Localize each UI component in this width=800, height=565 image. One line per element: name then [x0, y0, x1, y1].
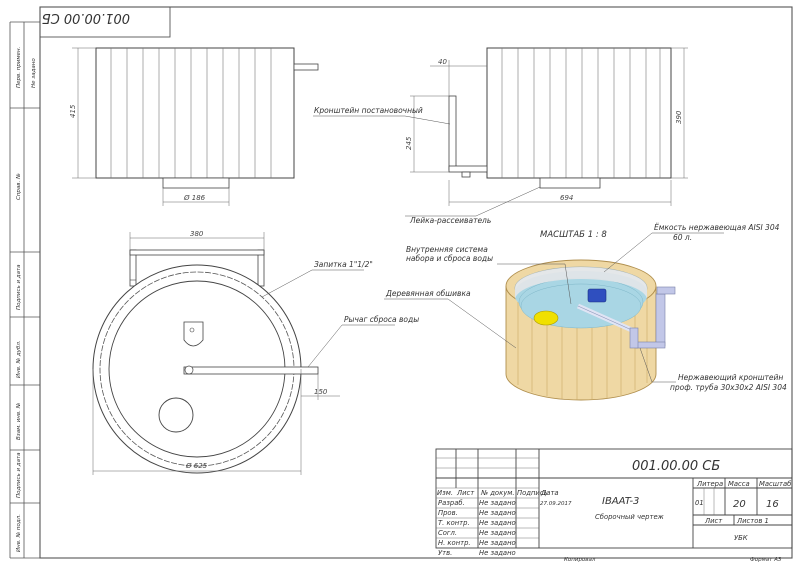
tb-massa: 20	[733, 499, 746, 510]
front-view-planks	[110, 48, 272, 178]
top-view: 380 150 Ø 625 Запитка 1"1/2" Рычаг сброс…	[92, 230, 419, 475]
tb-row-role: Пров.	[438, 509, 458, 517]
tb-litera: 01	[695, 499, 704, 507]
callout-shower: Лейка-рассеиватель	[409, 216, 491, 225]
dim-side-bracket-height: 245	[405, 136, 413, 150]
footer-copied: Копировал	[564, 557, 596, 563]
isometric-view: МАСШТАБ 1 : 8	[384, 223, 787, 401]
strip-label-inv-dubl: Инв. № дубл.	[16, 340, 22, 378]
tb-row-role: Н. контр.	[438, 539, 471, 547]
strip-label-vzam-inv: Взам. инв. №	[16, 402, 22, 440]
top-view-drain	[158, 397, 194, 433]
tb-head-data: Дата	[540, 489, 559, 497]
top-view-valve	[183, 321, 204, 347]
dim-side-bracket-offset: 40	[438, 58, 447, 66]
top-view-lever	[183, 366, 319, 375]
tb-row-role: Т. контр.	[438, 519, 470, 527]
dim-top-lever: 150	[314, 388, 328, 396]
top-view-frame-bar	[129, 249, 265, 256]
tb-row-role: Разраб.	[438, 499, 465, 507]
side-view: 40 245 390 694 Кронштейн постановочный Л…	[313, 47, 688, 225]
tb-row-name: Не задано	[479, 499, 516, 507]
tb-row-name: Не задано	[479, 539, 516, 547]
tb-head-list: Лист	[456, 489, 475, 497]
tb-list-label: Лист	[704, 517, 723, 525]
title-block: 001.00.00 СБ Изм. Лист № докум. Подпись …	[435, 448, 793, 557]
tb-row-name: Не задано	[479, 519, 516, 527]
footer-format: Формат А3	[750, 557, 782, 563]
tb-masshtab-label: Масштаб	[759, 480, 791, 488]
iso-float	[533, 310, 559, 326]
dim-top-width: 380	[190, 230, 204, 238]
callout-fill-pipe: Запитка 1"1/2"	[314, 260, 373, 269]
iso-steel-bracket	[629, 286, 676, 349]
callout-tank: Ёмкость нержавеющая AISI 304	[654, 223, 780, 232]
callout-steel-bracket-2: проф. труба 30х30х2 AISI 304	[670, 383, 787, 392]
side-view-body	[486, 47, 672, 179]
tb-row-date: 27.09.2017	[540, 501, 572, 507]
tb-listov-label: Листов 1	[736, 517, 769, 525]
side-view-bracket	[448, 95, 488, 178]
tb-head-izm: Изм.	[437, 489, 453, 497]
callout-bracket-fixed: Кронштейн постановочный	[314, 106, 423, 115]
front-view-pipe	[293, 63, 319, 71]
front-view-base	[162, 177, 230, 189]
strip-label-podpis-1: Подпись и дата	[16, 264, 22, 310]
tb-head-podp: Подпись	[517, 489, 548, 497]
dim-front-base-dia: Ø 186	[183, 194, 206, 202]
tb-row-name: Не задано	[479, 509, 516, 517]
strip-label-sprav: Справ. №	[16, 173, 22, 200]
front-view-body	[95, 47, 295, 179]
dim-side-width: 694	[560, 194, 573, 202]
tb-masshtab: 16	[766, 499, 779, 510]
callout-internal-system-1: Внутренняя система	[406, 245, 488, 254]
tb-row-name: Не задано	[479, 529, 516, 537]
dim-side-height: 390	[675, 110, 683, 124]
side-view-base	[539, 177, 601, 189]
tb-row-role: Утв.	[438, 549, 452, 557]
drawing-frame	[9, 6, 793, 559]
tb-product: IBAAT-3	[602, 496, 639, 507]
callout-internal-system-2: набора и сброса воды	[406, 254, 493, 263]
strip-label-podpis-2: Подпись и дата	[16, 452, 22, 498]
side-strip: Перв. примен. Не задано Справ. № Подпись…	[16, 46, 37, 552]
tb-massa-label: Масса	[728, 480, 750, 488]
tb-row-role: Согл.	[438, 529, 457, 537]
tb-doc-type: Сборочный чертеж	[595, 513, 665, 521]
callout-wood-lining: Деревянная обшивка	[385, 289, 471, 298]
tb-head-ndoc: № докум.	[480, 489, 515, 497]
callout-lever: Рычаг сброса воды	[344, 315, 419, 324]
strip-label-inv-podl: Инв. № подл.	[16, 514, 22, 552]
tb-row-name: Не задано	[479, 549, 516, 557]
iso-valve	[587, 288, 607, 303]
dim-top-dia: Ø 625	[185, 462, 208, 470]
callout-steel-bracket-1: Нержавеющий кронштейн	[678, 373, 783, 382]
callout-tank-volume: 60 л.	[673, 233, 692, 242]
drawing-code-rotated: 001.00.00 СБ	[42, 10, 130, 25]
strip-label-ne-zadano: Не задано	[31, 58, 37, 88]
front-view: 415 Ø 186	[69, 47, 319, 206]
side-view-planks	[501, 48, 661, 178]
scale-label: МАСШТАБ 1 : 8	[540, 230, 607, 240]
tb-litera-label: Литера	[696, 480, 723, 488]
strip-label-perv-primen: Перв. примен.	[16, 46, 22, 88]
title-block-code: 001.00.00 СБ	[632, 459, 720, 474]
tb-org: УБК	[734, 534, 749, 542]
dim-front-height: 415	[69, 104, 77, 118]
